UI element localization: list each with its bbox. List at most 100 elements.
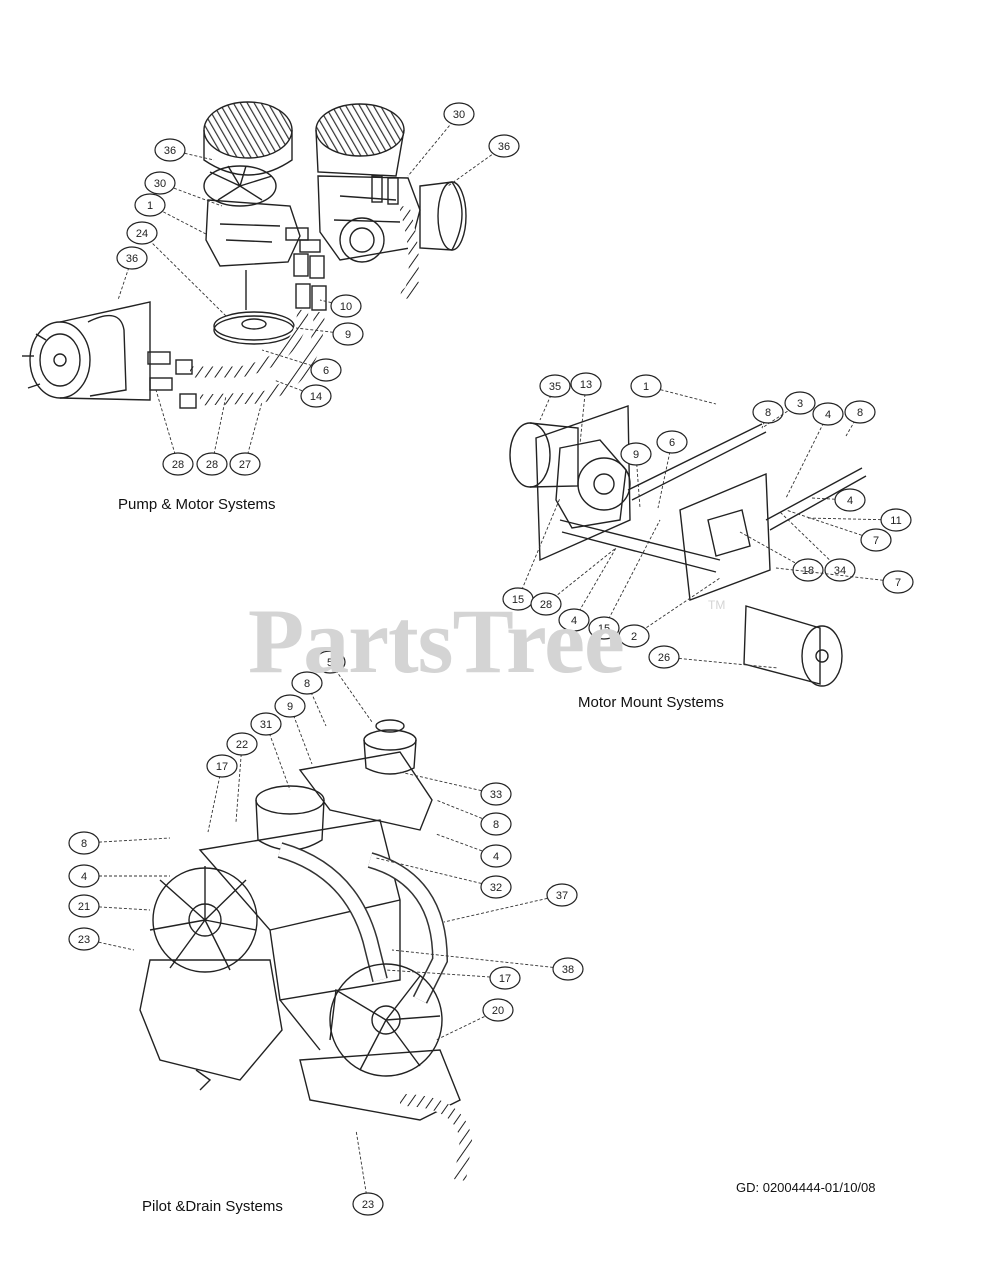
callout-bubble <box>310 358 342 382</box>
callout-motor-mount-29: 15 <box>502 497 561 611</box>
callout-motor-mount-15: 13 <box>570 372 602 445</box>
callout-bubble <box>291 671 323 695</box>
pump-coil-hose-1 <box>190 309 309 378</box>
callout-motor-mount-20: 8 <box>844 400 876 437</box>
callout-pilot-drain-51: 17 <box>385 966 521 990</box>
callout-leader-line <box>385 969 506 979</box>
callout-motor-mount-18: 3 <box>761 391 816 429</box>
callout-number: 8 <box>493 819 499 831</box>
callout-pilot-drain-46: 4 <box>68 864 170 888</box>
transmission-block <box>198 819 401 1001</box>
callout-bubble <box>482 998 514 1022</box>
callout-bubble <box>250 712 282 736</box>
callout-pilot-drain-52: 20 <box>435 998 514 1041</box>
callout-pump-motor-9: 6 <box>261 349 342 382</box>
callout-number: 8 <box>304 678 310 690</box>
caption-pilot-drain: Pilot &Drain Systems <box>142 1198 283 1215</box>
callout-number: 11 <box>890 515 901 527</box>
reservoir-canister <box>255 785 325 851</box>
callout-bubble <box>489 966 521 990</box>
callout-leader-line <box>155 389 179 465</box>
callout-pilot-drain-50: 38 <box>391 949 584 981</box>
mount-left-motor <box>509 422 579 488</box>
callout-bubble <box>332 322 364 346</box>
callout-leader-line <box>83 938 135 951</box>
callout-pump-motor-12: 28 <box>196 395 228 476</box>
left-pump-fan <box>203 165 277 207</box>
callout-number: 30 <box>453 109 465 121</box>
callout-bubble <box>620 442 652 466</box>
left-transaxle <box>139 959 283 1081</box>
callout-number: 1 <box>147 200 153 212</box>
left-drive-motor <box>22 301 151 401</box>
callout-bubble <box>844 400 876 424</box>
right-cooling-fan <box>329 963 443 1077</box>
callout-bubble <box>206 754 238 778</box>
callout-motor-mount-26: 34 <box>779 511 856 582</box>
callout-number: 24 <box>136 228 148 240</box>
callout-motor-mount-30: 28 <box>530 547 617 616</box>
callout-bubble <box>134 193 166 217</box>
callout-motor-mount-22: 6 <box>656 430 688 509</box>
callout-number: 23 <box>362 1199 374 1211</box>
callout-bubble <box>68 894 100 918</box>
callout-number: 17 <box>216 761 228 773</box>
callout-bubble <box>630 374 662 398</box>
callout-bubble <box>618 624 650 648</box>
callout-pump-motor-2: 36 <box>447 134 520 187</box>
callout-leader-line <box>635 453 641 509</box>
callout-pump-motor-1: 30 <box>144 171 223 207</box>
callout-number: 8 <box>857 407 863 419</box>
callout-bubble <box>116 246 148 270</box>
callout-motor-mount-19: 4 <box>785 402 844 499</box>
callout-motor-mount-17: 8 <box>752 400 784 429</box>
callout-number: 26 <box>658 652 670 664</box>
callout-bubble <box>480 875 512 899</box>
callout-bubble <box>539 374 571 398</box>
callout-number: 5 <box>327 657 333 669</box>
callout-bubble <box>812 402 844 426</box>
callout-leader-line <box>775 567 899 583</box>
callout-pilot-drain-38: 31 <box>250 712 291 791</box>
callout-pump-motor-0: 30 <box>407 102 475 177</box>
callout-pilot-drain-39: 22 <box>226 732 258 823</box>
mount-right-motor <box>743 605 843 687</box>
reservoir-cap <box>363 719 417 775</box>
callout-pilot-drain-47: 21 <box>68 894 151 918</box>
pump-pulley <box>213 311 295 345</box>
callout-number: 34 <box>834 565 846 577</box>
callout-motor-mount-21: 9 <box>620 442 652 509</box>
callout-number: 15 <box>598 623 610 635</box>
callout-leader-line <box>633 577 721 637</box>
callout-number: 33 <box>490 789 502 801</box>
callout-bubble <box>588 616 620 640</box>
drain-hose-1-inner <box>278 843 387 982</box>
pump-coil-hose-2 <box>199 311 325 406</box>
callout-motor-mount-16: 1 <box>630 374 717 405</box>
callout-leader-line <box>573 547 617 621</box>
callout-leader-line <box>399 771 497 795</box>
callout-bubble <box>68 927 100 951</box>
mount-right-plate <box>679 472 771 601</box>
pump-motor-drawing <box>22 101 467 409</box>
document-code: GD: 02004444-01/10/08 <box>736 1180 876 1195</box>
callout-number: 2 <box>631 631 637 643</box>
callout-leader-line <box>779 511 841 571</box>
callout-leader-line <box>141 232 227 317</box>
right-drive-motor <box>419 181 463 251</box>
callout-bubble <box>784 391 816 415</box>
callout-number: 6 <box>323 365 329 377</box>
callout-bubble <box>196 452 228 476</box>
callout-bubble <box>126 221 158 245</box>
callout-number: 6 <box>669 437 675 449</box>
callout-number: 28 <box>540 599 552 611</box>
callout-pilot-drain-49: 37 <box>443 883 578 923</box>
callout-bubble <box>162 452 194 476</box>
callout-number: 14 <box>310 391 322 403</box>
callout-bubble <box>68 864 100 888</box>
callout-pump-motor-8: 9 <box>295 322 364 346</box>
callout-number: 20 <box>492 1005 504 1017</box>
callout-pilot-drain-53: 23 <box>352 1129 384 1216</box>
callout-number: 9 <box>287 701 293 713</box>
